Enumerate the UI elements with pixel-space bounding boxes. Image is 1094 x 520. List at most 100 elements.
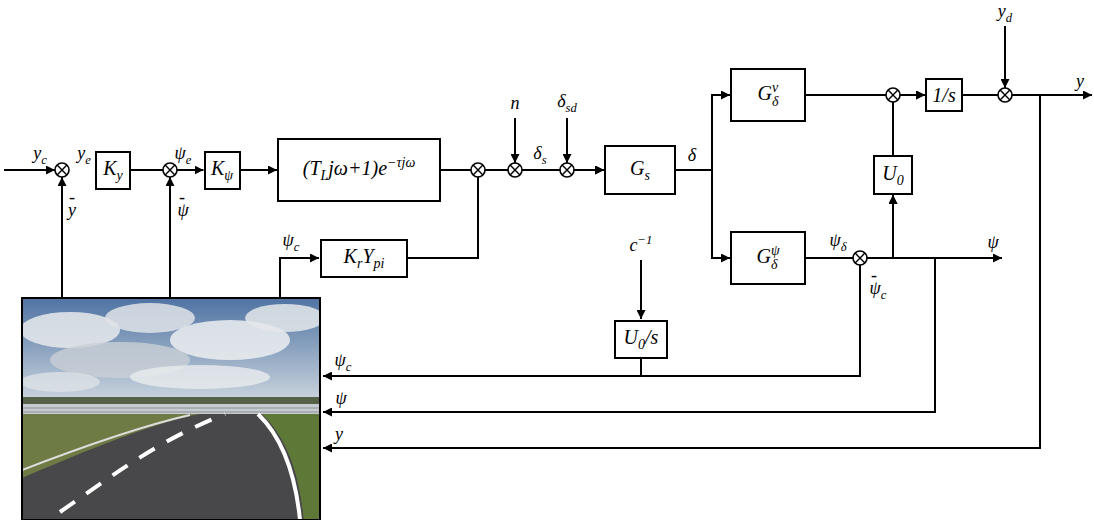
block-label: KrYpi bbox=[344, 244, 385, 273]
signal-connector bbox=[806, 195, 893, 258]
signal-label: y bbox=[1076, 72, 1084, 92]
text-run: 1/s bbox=[932, 84, 955, 106]
text-run: (T bbox=[303, 157, 321, 179]
text-run: ψ bbox=[335, 388, 346, 408]
signal-label: ψc bbox=[870, 279, 887, 302]
drawing-part bbox=[640, 260, 642, 319]
text-run: Y bbox=[362, 245, 373, 267]
signal-label: ψ bbox=[987, 233, 998, 253]
text-run: ψ bbox=[175, 143, 186, 163]
signal-label: ye bbox=[77, 144, 91, 167]
text-run: y bbox=[77, 143, 85, 163]
subscript: s bbox=[645, 168, 650, 183]
block-label: Gδψ bbox=[756, 244, 779, 272]
text-run: n bbox=[511, 93, 520, 113]
drawing-part bbox=[1004, 26, 1006, 88]
signal-label: δs bbox=[533, 144, 546, 167]
signal-label: δ bbox=[688, 146, 696, 166]
signal-connector bbox=[676, 170, 730, 258]
index-char: δ bbox=[771, 258, 780, 272]
drawing-part bbox=[163, 163, 177, 177]
text-run: K bbox=[344, 245, 357, 267]
index-char: δ bbox=[772, 95, 779, 109]
drawing-part bbox=[886, 88, 900, 102]
block-box: KrYpi bbox=[320, 239, 408, 278]
summing-junction bbox=[853, 251, 867, 265]
drawing-part bbox=[169, 177, 171, 298]
drawing-part bbox=[22, 415, 190, 470]
block-label: U0/s bbox=[624, 325, 659, 354]
drawing-part bbox=[130, 365, 270, 389]
drawing-part bbox=[888, 90, 898, 100]
drawing-part bbox=[562, 165, 572, 175]
text-run: G bbox=[630, 157, 644, 179]
drawing-part bbox=[22, 408, 320, 412]
drawing-part bbox=[22, 404, 320, 415]
subscript: r bbox=[357, 256, 362, 271]
subscript: c bbox=[294, 240, 300, 254]
text-run: y bbox=[68, 200, 76, 220]
drawing-part bbox=[55, 163, 69, 177]
text-run: G bbox=[758, 82, 772, 104]
drawing-part bbox=[245, 304, 320, 332]
signal-connector bbox=[241, 169, 278, 171]
drawing-part bbox=[22, 414, 320, 520]
index-char: ψ bbox=[771, 244, 780, 258]
block-box: Gδψ bbox=[730, 231, 806, 285]
subscript: pi bbox=[374, 256, 385, 271]
text-run: K bbox=[103, 157, 116, 179]
signal-label: c−1 bbox=[630, 234, 653, 256]
text-run: U bbox=[624, 326, 638, 348]
drawing-part bbox=[1000, 90, 1010, 100]
drawing-part bbox=[473, 165, 483, 175]
block-box: U0/s bbox=[614, 320, 668, 359]
subscript: c bbox=[881, 288, 887, 302]
drawing-part bbox=[57, 165, 67, 175]
subscript: δ bbox=[841, 240, 847, 254]
signal-label: ψ bbox=[335, 389, 346, 409]
drawing-part bbox=[258, 414, 300, 520]
drawing-part bbox=[998, 88, 1012, 102]
text-run: ψ bbox=[177, 200, 188, 220]
text-run: c bbox=[630, 235, 638, 255]
signal-label: ψc bbox=[283, 231, 300, 254]
drawing-part bbox=[566, 118, 568, 163]
subscript: sd bbox=[566, 101, 577, 115]
signal-label: ψ bbox=[177, 201, 188, 221]
summing-junction bbox=[886, 88, 900, 102]
drawing-part bbox=[22, 298, 320, 520]
block-label: Ky bbox=[103, 156, 123, 185]
drawing-part bbox=[853, 251, 867, 265]
signal-label: y bbox=[68, 201, 76, 221]
text-run: δ bbox=[557, 91, 565, 111]
subscript: 0 bbox=[897, 173, 904, 188]
drawing-part bbox=[61, 177, 63, 298]
text-run: y bbox=[1076, 71, 1084, 91]
block-box: Kψ bbox=[204, 151, 241, 190]
block-box: Gδv bbox=[730, 68, 806, 122]
summing-junction bbox=[508, 163, 522, 177]
block-label: Gs bbox=[630, 156, 650, 185]
block-label: Gδv bbox=[758, 81, 779, 109]
signal-label: ψc bbox=[335, 351, 352, 374]
text-run: jω+1)e bbox=[328, 157, 387, 179]
text-run: y bbox=[998, 1, 1006, 21]
drawing-part bbox=[508, 163, 522, 177]
text-run: U bbox=[882, 162, 896, 184]
drawing-part bbox=[323, 258, 935, 412]
text-run: ψ bbox=[987, 232, 998, 252]
block-box: Gs bbox=[604, 145, 676, 195]
drawing-part bbox=[165, 165, 175, 175]
text-run: G bbox=[756, 245, 770, 267]
text-run: δ bbox=[533, 143, 541, 163]
subscript: 0 bbox=[638, 337, 645, 352]
text-run: ψ bbox=[829, 230, 840, 250]
text-run: y bbox=[335, 424, 343, 444]
block-box: 1/s bbox=[925, 78, 963, 112]
text-run: δ bbox=[688, 145, 696, 165]
signal-connector bbox=[893, 95, 925, 155]
drawing-part bbox=[510, 165, 520, 175]
block-box: Ky bbox=[95, 151, 131, 190]
drawing-part bbox=[280, 258, 319, 298]
text-run: /s bbox=[645, 326, 658, 348]
